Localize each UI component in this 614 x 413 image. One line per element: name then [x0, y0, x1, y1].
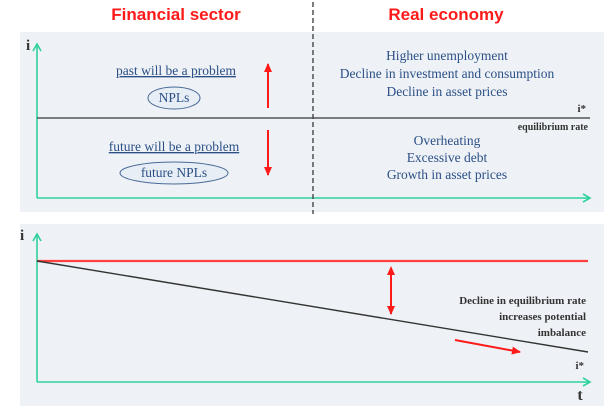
future-npls-bubble: [119, 161, 229, 185]
annotation-line-1: Decline in equilibrium rate: [459, 295, 586, 307]
top-panel: [20, 32, 604, 212]
header-financial-sector: Financial sector: [111, 5, 241, 24]
declining-equilibrium-line: [36, 260, 589, 353]
bottom-equilibrium-label: i*: [575, 360, 584, 372]
annotation-line-2: increases potential: [499, 311, 586, 323]
effect-below-3: Growth in asset prices: [387, 167, 507, 182]
bottom-panel: [20, 224, 604, 406]
future-problem-caption: future will be a problem: [109, 139, 240, 154]
bottom-y-axis-label: i: [20, 228, 24, 244]
effect-above-2: Decline in investment and consumption: [340, 66, 555, 81]
effect-below-1: Overheating: [414, 133, 481, 148]
header-real-economy: Real economy: [388, 5, 504, 24]
npls-bubble: [147, 86, 201, 110]
annotation-line-3: imbalance: [538, 327, 586, 339]
equilibrium-rate-label: equilibrium rate: [518, 122, 589, 133]
decline-arrow-icon: [454, 339, 521, 355]
effect-above-1: Higher unemployment: [386, 48, 508, 63]
npls-label: NPLs: [159, 90, 190, 105]
past-problem-caption: past will be a problem: [116, 63, 236, 78]
bottom-x-axis-label: t: [577, 387, 583, 404]
future-npls-label: future NPLs: [141, 165, 207, 180]
equilibrium-line-label: i*: [577, 103, 586, 115]
effect-below-2: Excessive debt: [407, 150, 488, 165]
top-y-axis-label: i: [26, 38, 30, 54]
effect-above-3: Decline in asset prices: [386, 84, 507, 99]
